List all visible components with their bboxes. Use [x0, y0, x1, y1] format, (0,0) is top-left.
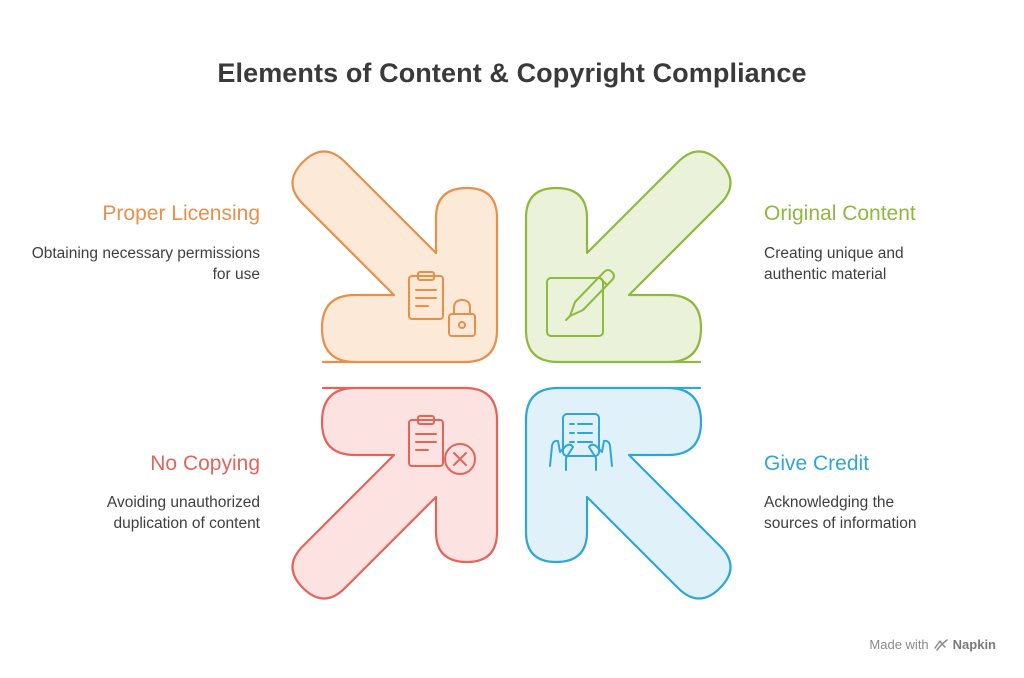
- give-credit-arrow: [524, 386, 732, 600]
- clipboard-x-icon: [408, 415, 476, 475]
- pen-note-icon: [546, 269, 615, 337]
- original-content-description: Creating unique and authentic material: [764, 245, 904, 283]
- proper-licensing-description: Obtaining necessary permissions for use: [31, 245, 260, 283]
- napkin-brand-text: Napkin: [952, 637, 996, 652]
- clipboard-lock-icon: [408, 271, 476, 337]
- made-with-text: Made with: [869, 637, 929, 652]
- original-content-label: Original Content: [764, 202, 916, 225]
- napkin-logo-icon: [933, 638, 948, 651]
- footer-watermark: Made with Napkin: [869, 637, 996, 652]
- original-content-arrow: [524, 150, 732, 364]
- diagram-title: Elements of Content & Copyright Complian…: [217, 58, 807, 88]
- give-credit-label: Give Credit: [764, 452, 870, 475]
- give-credit-description: Acknowledging the sources of information: [764, 494, 917, 532]
- no-copying-description: Avoiding unauthorized duplication of con…: [106, 494, 260, 532]
- proper-licensing-arrow: [291, 150, 499, 364]
- hands-document-icon: [549, 413, 613, 471]
- no-copying-arrow: [291, 386, 499, 600]
- proper-licensing-label: Proper Licensing: [102, 202, 260, 225]
- no-copying-label: No Copying: [150, 452, 260, 475]
